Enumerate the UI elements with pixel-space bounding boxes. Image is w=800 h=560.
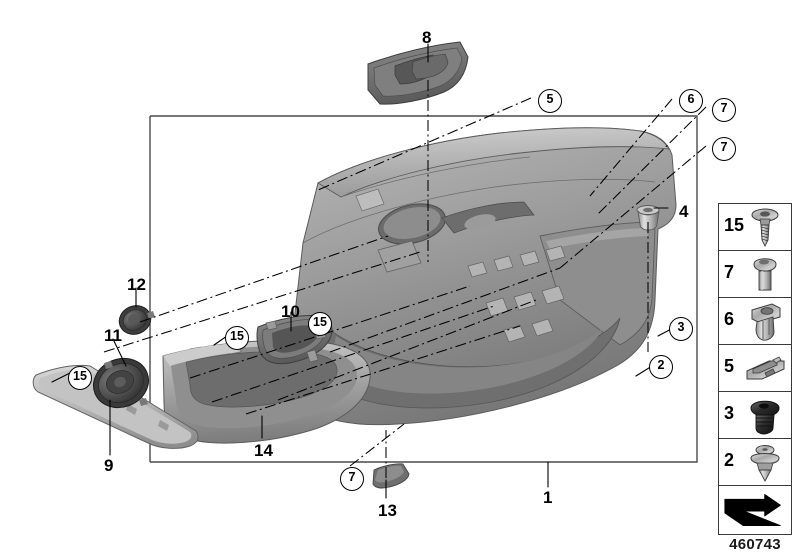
expanding-clip-nut-icon [751, 303, 781, 341]
legend-row-15[interactable]: 15 [718, 203, 792, 250]
part-label-8: 8 [422, 28, 432, 47]
small-bracket-part-13 [372, 463, 410, 489]
callout-6[interactable]: 6 [679, 89, 703, 113]
legend-row-2[interactable]: 2 [718, 438, 792, 485]
callout-15-armrest[interactable]: 15 [225, 326, 249, 350]
part-label-11: 11 [104, 326, 122, 345]
callout-7-upper[interactable]: 7 [712, 98, 736, 122]
grommet-part-4 [636, 205, 660, 231]
legend-row-7[interactable]: 7 [718, 250, 792, 297]
callout-15-trim[interactable]: 15 [68, 366, 92, 390]
legend-number-6: 6 [724, 309, 735, 329]
part-label-1: 1 [543, 488, 553, 507]
self-tapping-screw-icon [751, 208, 779, 248]
metal-retainer-clip-icon [746, 356, 785, 380]
window-switch-panel-part-8 [367, 41, 469, 105]
drawing-number: 460743 [729, 536, 781, 553]
legend-row-6[interactable]: 6 [718, 297, 792, 344]
legend-number-5: 5 [724, 356, 735, 376]
legend-row-arrow[interactable] [718, 485, 792, 535]
leader-lines [51, 43, 674, 499]
legend-number-15: 15 [724, 215, 745, 235]
part-label-4: 4 [679, 202, 689, 221]
door-handle-cover-part-10 [256, 315, 333, 365]
callout-7-middle[interactable]: 7 [712, 137, 736, 161]
legend-number-7: 7 [724, 262, 735, 282]
armrest-trim-part-14 [162, 339, 371, 444]
callout-3[interactable]: 3 [669, 317, 693, 341]
part-label-13: 13 [378, 501, 397, 520]
callout-15-handle[interactable]: 15 [308, 312, 332, 336]
fastener-legend: 15 7 6 [718, 203, 792, 535]
callout-2[interactable]: 2 [649, 355, 673, 379]
part-label-10: 10 [281, 302, 300, 321]
tweeter-part-12 [118, 305, 155, 335]
legend-number-3: 3 [724, 403, 735, 423]
center-lines [103, 80, 707, 478]
push-pin-rivet-icon [750, 445, 780, 482]
legend-number-2: 2 [724, 450, 735, 470]
part-label-12: 12 [127, 275, 146, 294]
part-label-14: 14 [254, 441, 273, 460]
pan-head-screw-icon [753, 258, 777, 291]
callout-7-lower[interactable]: 7 [340, 467, 364, 491]
arrow-direction-icon [724, 494, 781, 527]
rubber-plug-icon [750, 400, 780, 435]
speaker-part-11 [93, 357, 149, 409]
part-label-9: 9 [104, 456, 114, 475]
legend-row-3[interactable]: 3 [718, 391, 792, 438]
legend-row-5[interactable]: 5 [718, 344, 792, 391]
door-trim-panel-part-1 [289, 127, 677, 426]
callout-5[interactable]: 5 [538, 89, 562, 113]
